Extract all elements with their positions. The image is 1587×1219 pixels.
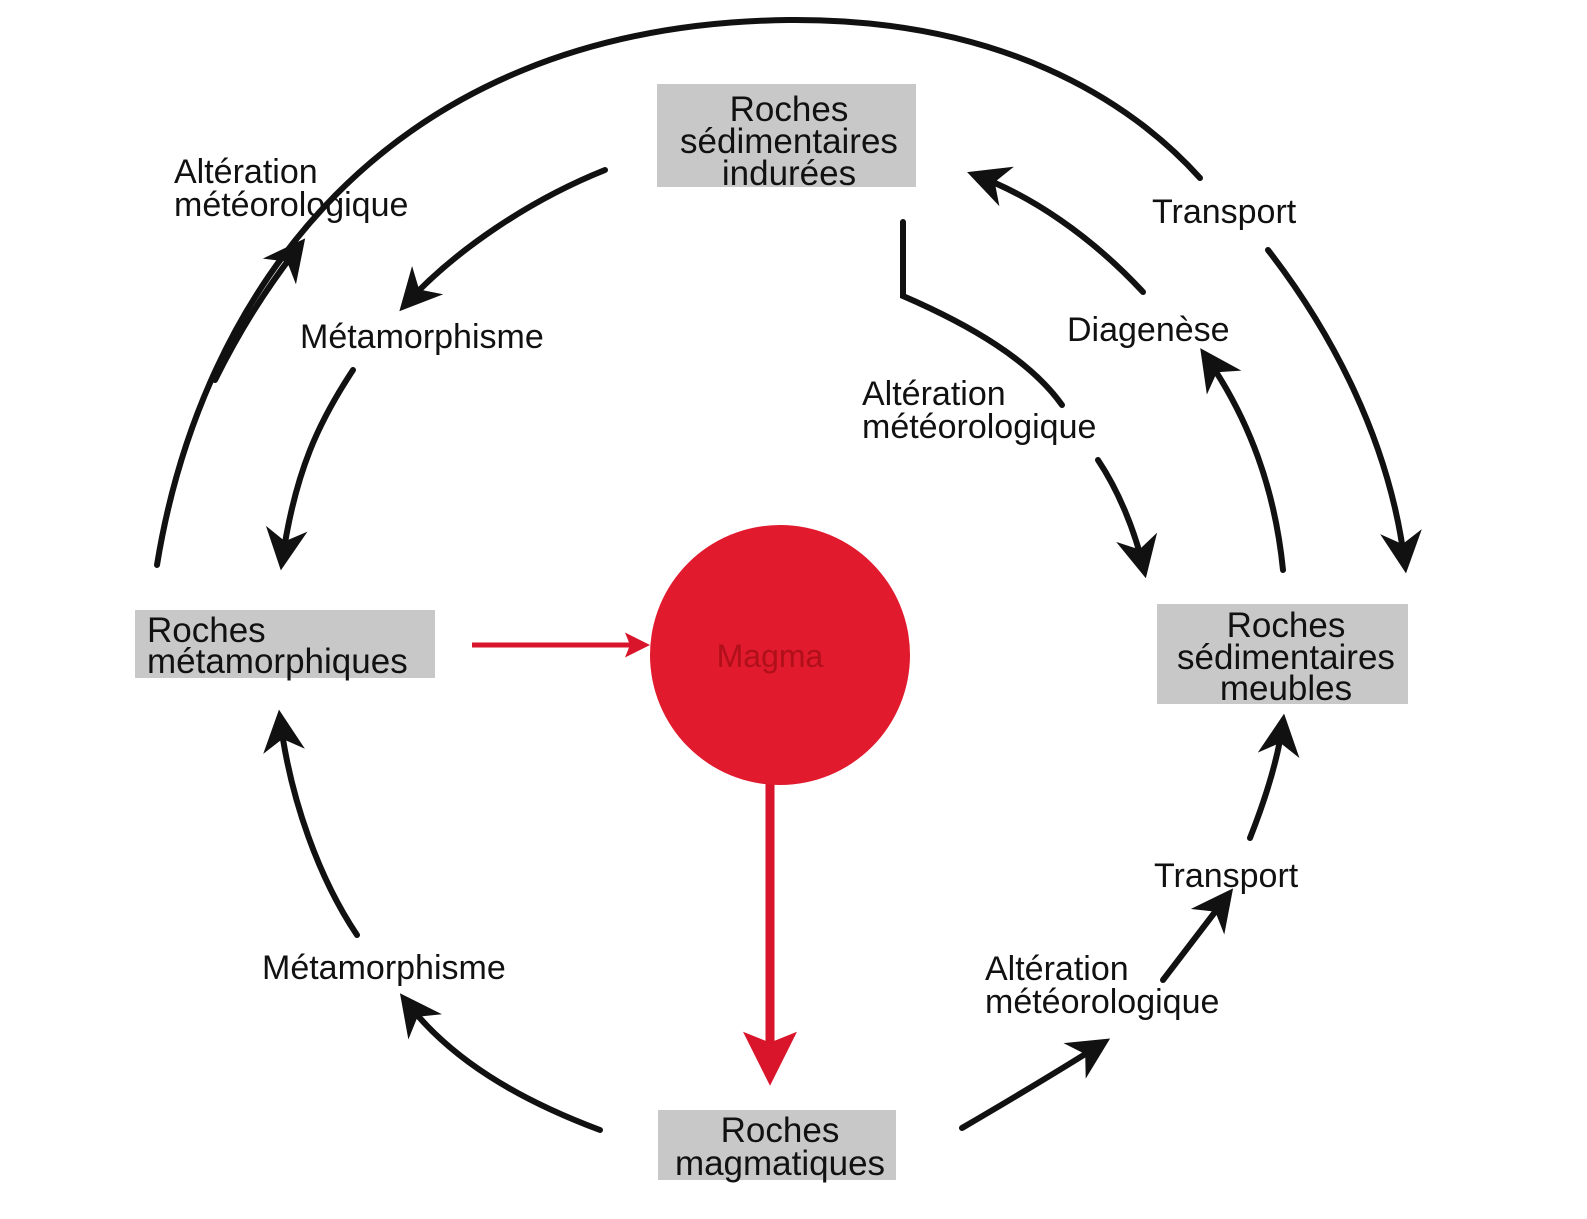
label-alteration-center-right-1: Altération bbox=[862, 375, 1006, 413]
label-diagenese: Diagenèse bbox=[1067, 311, 1230, 349]
box-roches-magmatiques: Roches magmatiques bbox=[658, 1110, 896, 1183]
arrow-diagenese-to-indurees bbox=[967, 166, 1146, 295]
label-alteration-bottom-right-1: Altération bbox=[985, 950, 1129, 988]
line-indurees-alteration bbox=[900, 219, 1065, 408]
label-alteration-top-left-2: météorologique bbox=[174, 186, 408, 224]
outer-arc-top bbox=[154, 16, 1203, 568]
arrow-transport-top-right bbox=[1265, 247, 1422, 574]
arrow-metamorphisme-to-metamorphiques-bottom bbox=[263, 709, 360, 938]
arrow-magmatiques-to-alteration bbox=[959, 1038, 1111, 1131]
box-meubles-line-1: Roches bbox=[1227, 606, 1346, 645]
magma-label: Magma bbox=[717, 638, 824, 674]
label-transport-bottom-right: Transport bbox=[1154, 857, 1299, 895]
arrow-indurees-to-metamorphisme bbox=[399, 167, 608, 312]
label-alteration-center-right-2: météorologique bbox=[862, 408, 1096, 446]
box-roches-sedimentaires-meubles: Roches sédimentaires meubles bbox=[1157, 604, 1408, 708]
box-meubles-line-3: meubles bbox=[1220, 669, 1352, 708]
box-roches-metamorphiques: Roches métamorphiques bbox=[135, 610, 435, 681]
box-roches-sedimentaires-indurees: Roches sédimentaires indurées bbox=[657, 84, 916, 193]
label-transport-top-right: Transport bbox=[1152, 193, 1297, 231]
arrow-transport-to-meubles bbox=[1247, 713, 1300, 841]
arrow-metamorphisme-to-metamorphiques bbox=[265, 367, 356, 571]
arrow-alteration-to-transport bbox=[1160, 888, 1234, 983]
arrow-magmatiques-to-metamorphisme bbox=[399, 993, 603, 1133]
box-indurees-line-1: Roches bbox=[730, 90, 849, 129]
label-metamorphisme-top: Métamorphisme bbox=[300, 318, 544, 356]
arrow-alteration-to-meubles bbox=[1095, 457, 1158, 579]
box-indurees-line-3: indurées bbox=[722, 154, 856, 193]
box-magmatiques-line-2: magmatiques bbox=[675, 1144, 885, 1183]
label-alteration-top-left-1: Altération bbox=[174, 153, 318, 191]
arrow-alteration-up-left bbox=[212, 238, 306, 383]
box-meubles-line-2: sédimentaires bbox=[1177, 638, 1395, 677]
box-magmatiques-line-1: Roches bbox=[721, 1111, 840, 1150]
label-alteration-bottom-right-2: météorologique bbox=[985, 983, 1219, 1021]
box-indurees-line-2: sédimentaires bbox=[680, 122, 898, 161]
box-metamorphiques-line-2: métamorphiques bbox=[147, 642, 408, 681]
box-metamorphiques-line-1: Roches bbox=[147, 611, 266, 650]
arrow-meubles-to-diagenese bbox=[1200, 348, 1286, 573]
label-metamorphisme-bottom: Métamorphisme bbox=[262, 949, 506, 987]
magma-circle bbox=[650, 525, 910, 785]
